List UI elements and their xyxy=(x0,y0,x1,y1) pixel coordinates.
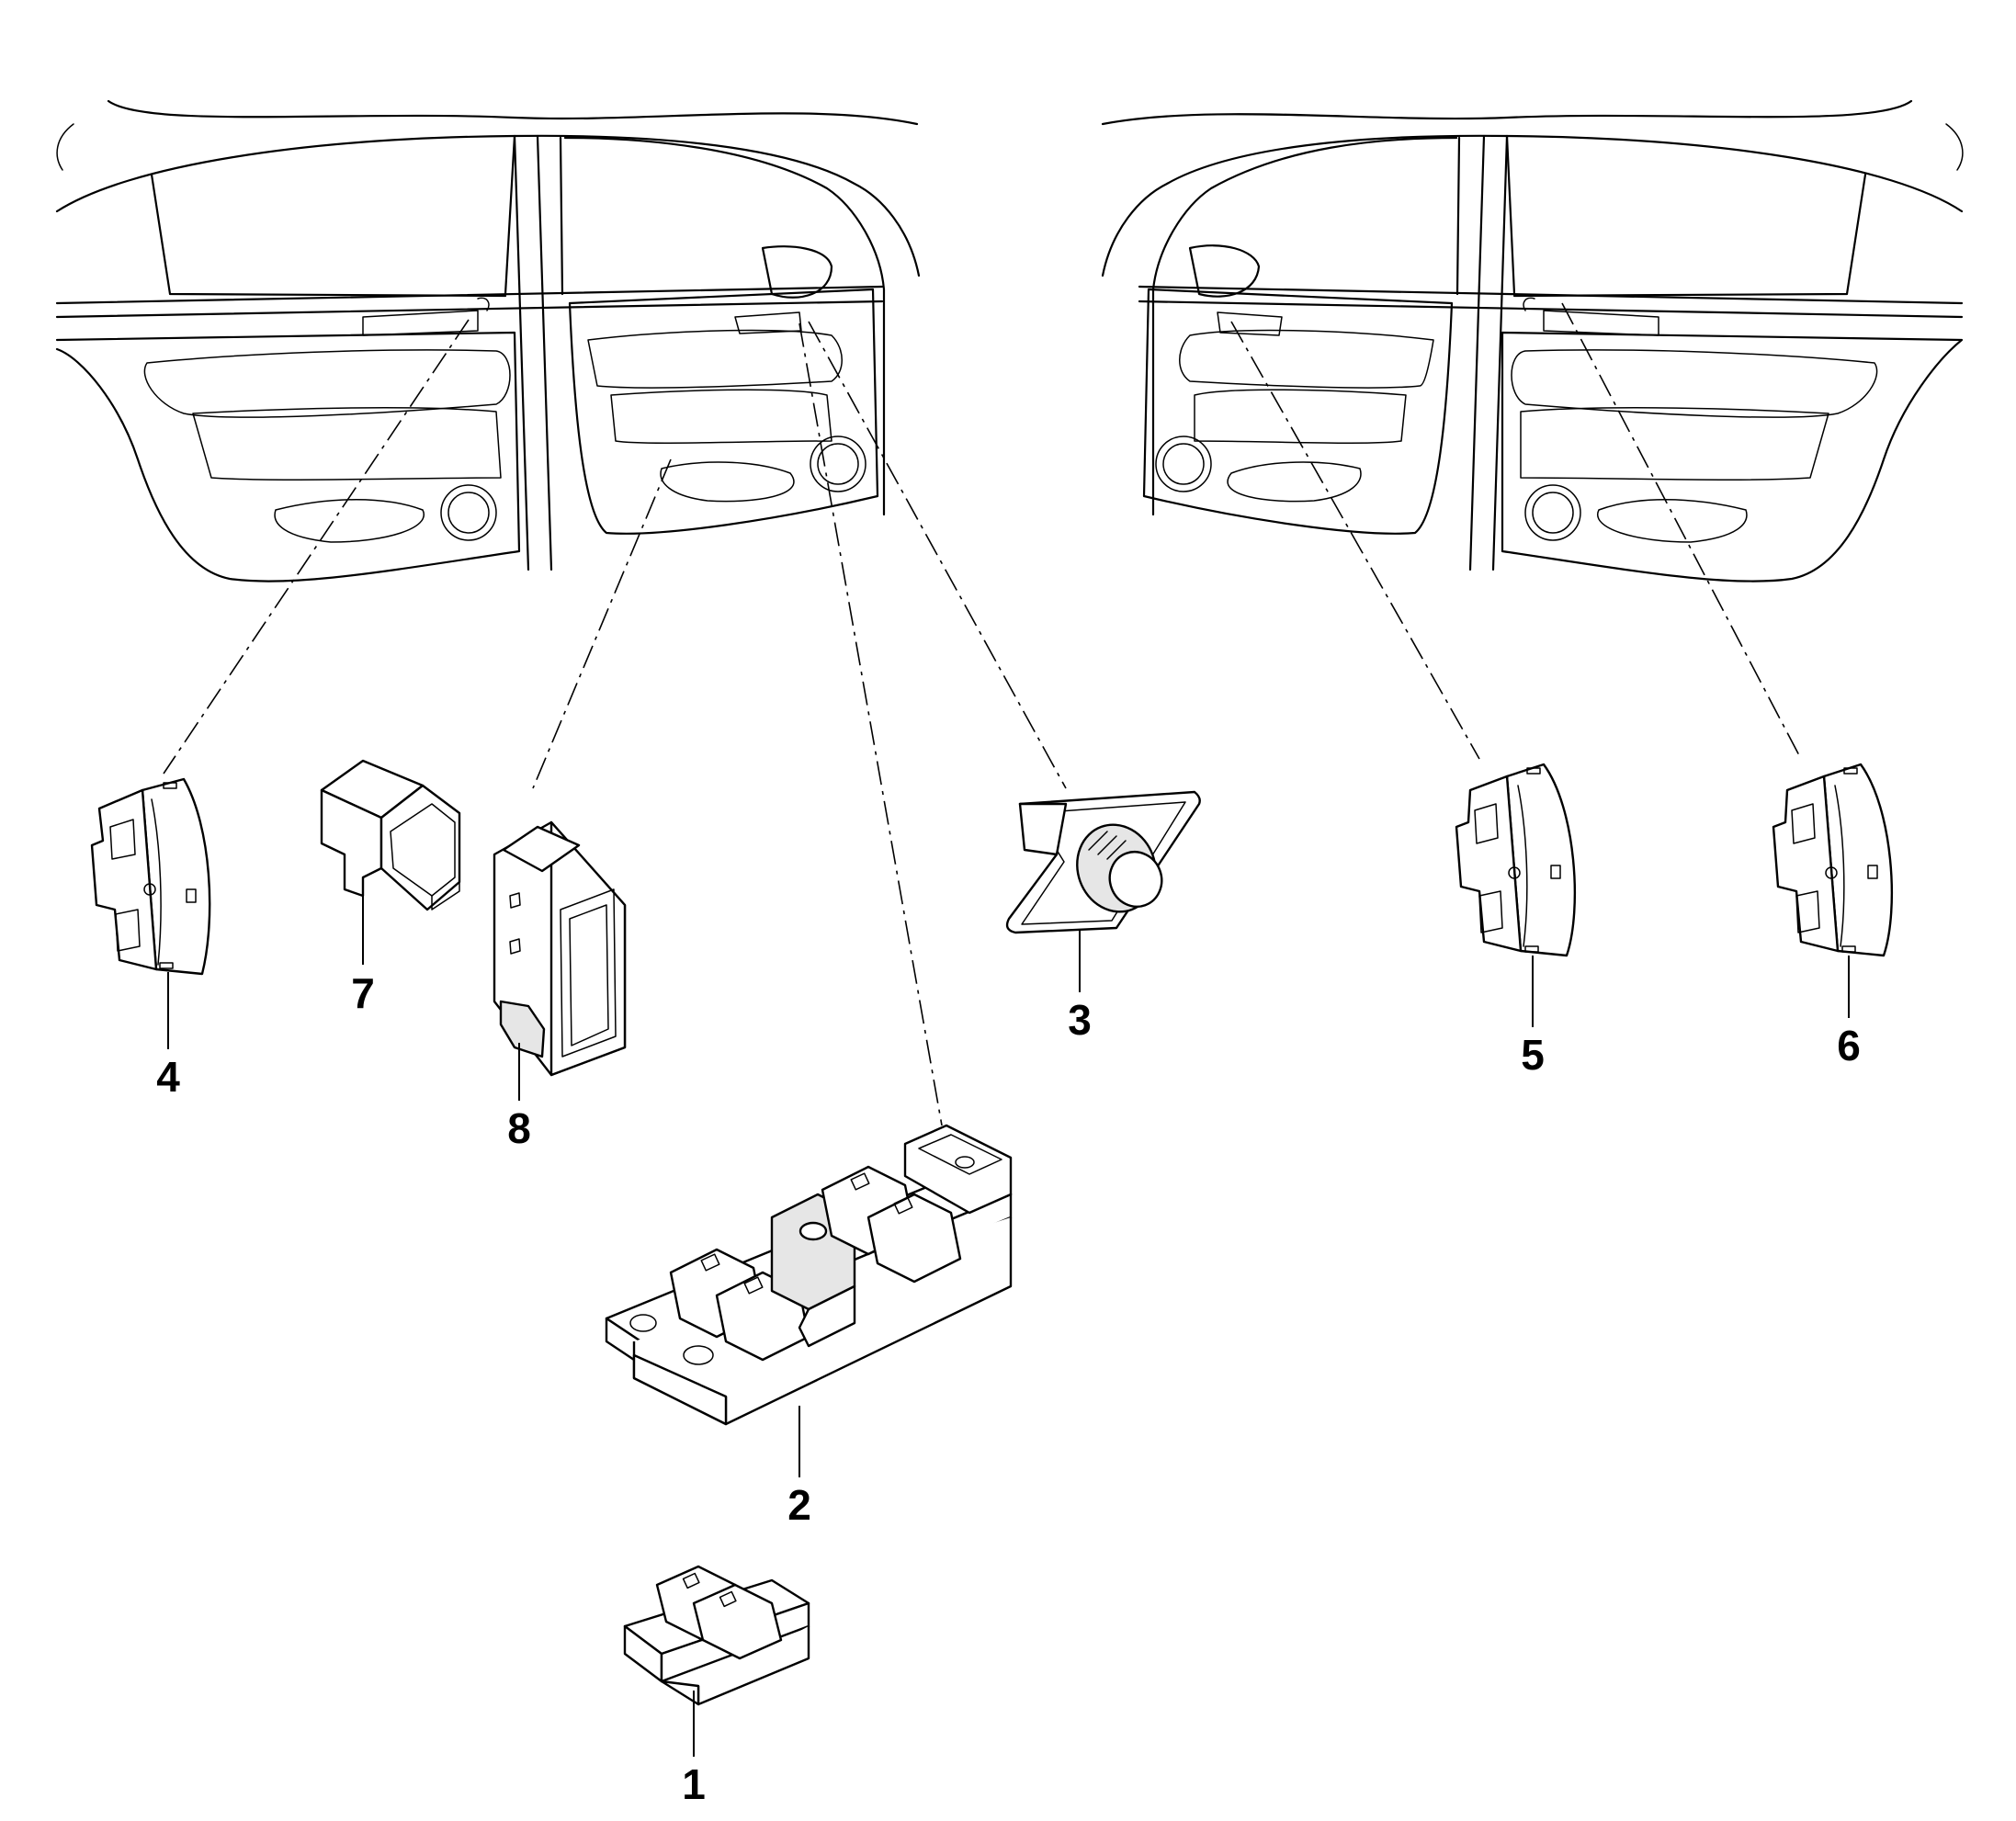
callout-6: 6 xyxy=(1837,1022,1861,1069)
assignment-lines xyxy=(163,302,1802,1126)
part-2-master-window-switch xyxy=(605,1124,1013,1426)
callout-5: 5 xyxy=(1521,1031,1545,1079)
left-car-doors-illustration xyxy=(55,99,921,582)
right-car-doors-illustration xyxy=(1101,99,1964,582)
part-8-switch-frame xyxy=(493,820,627,1077)
part-5-rear-window-switch xyxy=(1455,763,1577,957)
part-6-rear-window-switch xyxy=(1772,763,1894,957)
part-7-switch-blank xyxy=(320,759,461,911)
part-4-rear-window-switch xyxy=(90,777,211,976)
callout-1: 1 xyxy=(682,1760,706,1808)
part-3-mirror-adjust-switch xyxy=(1005,790,1201,934)
callout-8: 8 xyxy=(507,1104,531,1152)
callout-3: 3 xyxy=(1068,996,1092,1044)
callout-4: 4 xyxy=(156,1053,180,1101)
part-1-window-switch xyxy=(623,1565,810,1706)
callout-7: 7 xyxy=(351,969,375,1017)
callout-labels: 4 7 8 3 5 6 2 1 xyxy=(156,969,1861,1808)
callout-2: 2 xyxy=(787,1481,811,1529)
